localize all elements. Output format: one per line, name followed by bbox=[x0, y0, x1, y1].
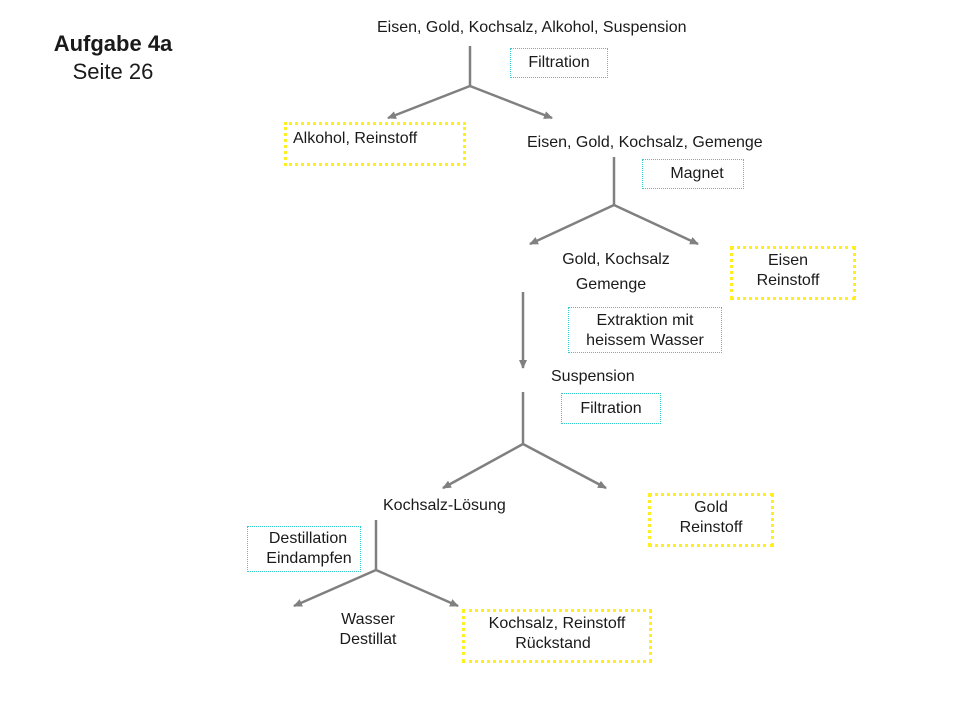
node-kochsalz-loesung: Kochsalz-Lösung bbox=[383, 497, 506, 514]
method-magnet: Magnet bbox=[642, 159, 744, 189]
method-filtration-1: Filtration bbox=[510, 48, 608, 78]
method-destillation: Destillation Eindampfen bbox=[247, 526, 361, 572]
node-wasser-line2: Destillat bbox=[339, 631, 397, 648]
method-filtration-2-label: Filtration bbox=[580, 400, 642, 417]
result-gold-line2: Reinstoff bbox=[679, 519, 743, 536]
result-alkohol-label: Alkohol, Reinstoff bbox=[293, 130, 418, 147]
node-suspension: Suspension bbox=[551, 368, 635, 385]
node-gold-kochsalz-line1: Gold, Kochsalz bbox=[562, 251, 670, 268]
arrow-to-wasser bbox=[293, 568, 377, 608]
method-extraktion: Extraktion mit heissem Wasser bbox=[568, 307, 722, 353]
result-kochsalz-line1: Kochsalz, Reinstoff bbox=[488, 615, 626, 632]
method-filtration-1-label: Filtration bbox=[528, 54, 590, 71]
result-eisen-line2: Reinstoff bbox=[756, 272, 820, 289]
node-gold-kochsalz-line2: Gemenge bbox=[575, 276, 647, 293]
method-extraktion-line2: heissem Wasser bbox=[586, 332, 704, 349]
method-extraktion-line1: Extraktion mit bbox=[596, 312, 694, 329]
node-wasser-line1: Wasser bbox=[341, 611, 395, 628]
method-magnet-label: Magnet bbox=[670, 165, 724, 182]
method-destillation-line2: Eindampfen bbox=[266, 550, 352, 567]
arrow-to-gemenge1 bbox=[469, 84, 553, 120]
result-kochsalz: Kochsalz, Reinstoff Rückstand bbox=[462, 609, 652, 663]
arrow-to-alkohol bbox=[387, 84, 471, 120]
result-alkohol: Alkohol, Reinstoff bbox=[284, 122, 466, 166]
node-gold-kochsalz: Gold, Kochsalz Gemenge bbox=[556, 250, 676, 295]
node-gemenge-1: Eisen, Gold, Kochsalz, Gemenge bbox=[527, 134, 763, 151]
title-task: Aufgabe 4a bbox=[53, 31, 173, 56]
result-gold-line1: Gold bbox=[694, 499, 728, 516]
page-title: Aufgabe 4a Seite 26 bbox=[40, 30, 186, 86]
arrow-to-eisen bbox=[613, 203, 699, 246]
arrow-to-gold bbox=[522, 442, 607, 490]
node-wasser: Wasser Destillat bbox=[318, 610, 418, 650]
title-page: Seite 26 bbox=[72, 59, 154, 84]
result-kochsalz-line2: Rückstand bbox=[515, 635, 591, 652]
node-start-mixture: Eisen, Gold, Kochsalz, Alkohol, Suspensi… bbox=[377, 19, 687, 36]
method-filtration-2: Filtration bbox=[561, 393, 661, 424]
result-gold: Gold Reinstoff bbox=[648, 493, 774, 547]
arrow-to-kochsalz-loesung bbox=[442, 442, 524, 490]
result-eisen: Eisen Reinstoff bbox=[730, 246, 856, 300]
arrow-to-kochsalz bbox=[375, 568, 459, 608]
result-eisen-line1: Eisen bbox=[767, 252, 809, 269]
method-destillation-line1: Destillation bbox=[268, 530, 348, 547]
arrow-to-gold-kochsalz bbox=[529, 203, 615, 246]
